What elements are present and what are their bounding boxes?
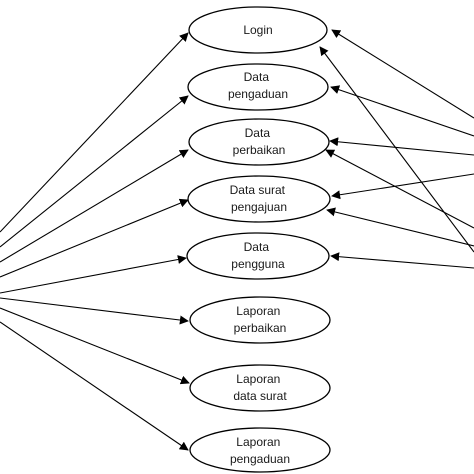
usecase-laporan-pengaduan-ellipse: [189, 427, 331, 473]
usecase-data-pengguna-ellipse: [186, 232, 330, 280]
usecase-data-pengaduan-line2: pengaduan: [228, 87, 288, 101]
usecase-data-pengguna-line1: Data: [244, 240, 270, 254]
assoc-right-data-perbaikan: [329, 137, 474, 156]
assoc-right-data-perbaikan-2: [325, 149, 474, 229]
usecase-data-surat-pengajuan: Data surat pengajuan: [187, 175, 331, 223]
assoc-right-data-surat-pengajuan: [331, 173, 474, 200]
assoc-right-data-surat-pengajuan-2: [326, 207, 474, 247]
assoc-left-laporan-perbaikan: [0, 297, 189, 325]
usecase-login-label: Login: [243, 23, 272, 37]
usecase-laporan-perbaikan-ellipse: [189, 296, 331, 344]
assoc-right-login: [331, 29, 474, 119]
assoc-right-data-pengguna: [330, 252, 474, 269]
usecase-laporan-pengaduan: Laporan pengaduan: [189, 427, 331, 473]
svg-text:Data pengaduan: Data pengaduan: [228, 70, 288, 101]
usecase-data-pengaduan-ellipse: [187, 63, 329, 111]
usecase-data-perbaikan-line1: Data: [245, 126, 271, 140]
svg-text:Data pengguna: Data pengguna: [231, 240, 285, 271]
usecase-data-perbaikan-line2: perbaikan: [233, 143, 286, 157]
usecase-data-surat-pengajuan-line2: pengajuan: [231, 200, 287, 214]
usecase-data-pengguna-line2: pengguna: [231, 257, 285, 271]
usecase-data-surat-pengajuan-ellipse: [187, 175, 331, 223]
usecase-laporan-perbaikan-line1: Laporan: [236, 304, 280, 318]
usecase-login-ellipse: [188, 6, 328, 54]
assoc-right-login-2: [319, 46, 474, 253]
usecase-laporan-pengaduan-line1: Laporan: [236, 435, 280, 449]
usecase-data-pengaduan: Data pengaduan: [187, 63, 329, 111]
usecase-data-pengaduan-line1: Data: [244, 70, 270, 84]
svg-text:Laporan perbaikan: Laporan perbaikan: [234, 304, 287, 335]
assoc-left-laporan-pengaduan: [0, 321, 189, 451]
usecase-laporan-perbaikan-line2: perbaikan: [234, 321, 287, 335]
assoc-left-laporan-data-surat: [0, 307, 190, 385]
usecase-data-pengguna: Data pengguna: [186, 232, 330, 280]
assoc-left-data-pengguna: [0, 255, 187, 294]
usecase-data-perbaikan: Data perbaikan: [188, 118, 330, 166]
usecase-login: Login: [188, 6, 328, 54]
assoc-left-data-perbaikan: [0, 149, 189, 263]
usecase-data-perbaikan-ellipse: [188, 118, 330, 166]
left-associations: [0, 32, 190, 451]
usecase-data-surat-pengajuan-line1: Data surat: [230, 183, 286, 197]
assoc-left-data-surat-pengajuan: [0, 198, 189, 278]
usecase-laporan-pengaduan-line2: pengaduan: [230, 452, 290, 466]
assoc-left-data-pengaduan: [0, 95, 189, 248]
usecase-laporan-perbaikan: Laporan perbaikan: [189, 296, 331, 344]
right-associations: [319, 29, 474, 269]
svg-text:Laporan pengaduan: Laporan pengaduan: [230, 435, 290, 466]
usecase-laporan-data-surat-line1: Laporan: [236, 372, 280, 386]
svg-text:Login: Login: [243, 23, 272, 37]
assoc-left-login: [0, 32, 189, 233]
svg-text:Laporan data surat: Laporan data surat: [233, 372, 287, 403]
usecase-laporan-data-surat-line2: data surat: [233, 389, 287, 403]
svg-text:Data surat pengajuan: Data surat pengajuan: [230, 183, 289, 214]
usecase-laporan-data-surat-ellipse: [189, 364, 331, 412]
assoc-right-data-pengaduan: [330, 85, 474, 137]
usecase-laporan-data-surat: Laporan data surat: [189, 364, 331, 412]
svg-text:Data perbaikan: Data perbaikan: [233, 126, 286, 157]
